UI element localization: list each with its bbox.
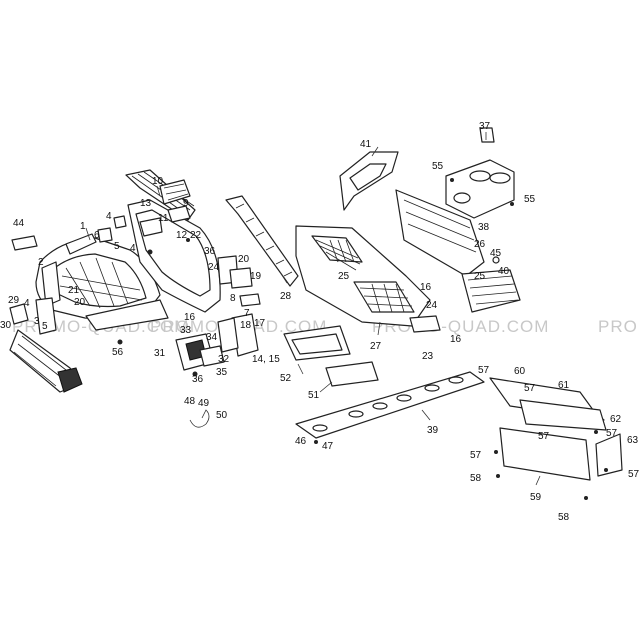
callout-label: 49 xyxy=(198,398,210,409)
callout-label: 58 xyxy=(558,512,570,523)
callout-label: 28 xyxy=(280,291,292,302)
callout-label: 34 xyxy=(206,332,218,343)
callout-label: 55 xyxy=(524,194,536,205)
callout-label: 46 xyxy=(295,436,307,447)
callout-label: 57 xyxy=(628,469,640,480)
rear-block-40 xyxy=(461,256,521,313)
callout-label: 25 xyxy=(474,271,486,282)
seat-panel-part xyxy=(339,151,485,277)
callout-label: 27 xyxy=(370,341,382,352)
callout-label: 36 xyxy=(204,246,216,257)
callout-label: 36 xyxy=(192,374,204,385)
callout-label: 24 xyxy=(208,262,220,273)
callout-label: 57 xyxy=(538,431,550,442)
callout-label: 9 xyxy=(183,198,189,209)
callout-label: 2 xyxy=(38,257,44,268)
callout-label: 48 xyxy=(184,396,196,407)
main-floor-part xyxy=(295,225,441,333)
bracket-group xyxy=(217,255,261,357)
callout-label: 57 xyxy=(478,365,490,376)
callout-label: 16 xyxy=(420,282,432,293)
callout-label: 14, 15 xyxy=(252,354,280,365)
callout-label: 4 xyxy=(130,243,136,254)
hook-part-48 xyxy=(189,409,210,428)
callout-label: 51 xyxy=(308,390,320,401)
callout-label: 45 xyxy=(490,248,502,259)
callout-label: 20 xyxy=(74,297,86,308)
callout-label: 23 xyxy=(422,351,434,362)
callout-label: 16 xyxy=(450,334,462,345)
callout-label: 31 xyxy=(154,348,166,359)
callout-label: 5 xyxy=(114,241,120,252)
callout-label: 24 xyxy=(426,300,438,311)
callout-label: 35 xyxy=(216,367,228,378)
callout-label: 1 xyxy=(80,221,86,232)
callout-label: 50 xyxy=(216,410,228,421)
callout-label: 62 xyxy=(610,414,622,425)
callout-label: 21 xyxy=(68,285,80,296)
callout-label: 18 xyxy=(240,320,252,331)
callout-label: 10 xyxy=(152,176,164,187)
callout-label: 56 xyxy=(112,347,124,358)
callout-label: 58 xyxy=(470,473,482,484)
callout-label: 38 xyxy=(478,222,490,233)
skid-plate-39 xyxy=(295,371,485,444)
leader-lines xyxy=(85,132,541,486)
dash-console-part xyxy=(175,333,225,377)
callout-label: 33 xyxy=(180,325,192,336)
callout-label: 57 xyxy=(524,383,536,394)
callout-label: 20 xyxy=(238,254,250,265)
callout-label: 12 xyxy=(176,230,188,241)
callout-label: 40 xyxy=(498,266,510,277)
callout-label: 52 xyxy=(280,373,292,384)
front-fender-part xyxy=(125,169,221,313)
floor-mats xyxy=(283,325,379,387)
callout-label: 61 xyxy=(558,380,570,391)
callout-label: 57 xyxy=(606,428,618,439)
front-bumper-assembly xyxy=(9,215,169,393)
callout-label: 57 xyxy=(470,450,482,461)
callout-label: 13 xyxy=(140,198,152,209)
callout-label: 8 xyxy=(230,293,236,304)
callout-label: 4 xyxy=(24,298,30,309)
callout-label: 11 xyxy=(158,213,169,224)
callout-label: 17 xyxy=(254,318,266,329)
watermark-text: PRO xyxy=(598,317,638,336)
callout-label: 60 xyxy=(514,366,526,377)
callout-label: 47 xyxy=(322,441,334,452)
ladder-bracket-28 xyxy=(225,195,299,287)
callout-label: 3 xyxy=(34,316,40,327)
callout-label: 22 xyxy=(190,230,202,241)
callout-label: 59 xyxy=(530,492,542,503)
callout-label: 55 xyxy=(432,161,444,172)
callout-label: 32 xyxy=(218,354,230,365)
callout-label: 16 xyxy=(184,312,196,323)
callout-label: 5 xyxy=(42,321,48,332)
callout-labels: 44 1 4 6 5 2 4 21 20 29 3 30 5 56 10 13 … xyxy=(0,121,640,523)
callout-label: 30 xyxy=(0,320,12,331)
callout-label: 6 xyxy=(94,230,100,241)
callout-label: 26 xyxy=(474,239,486,250)
center-console-part xyxy=(445,127,515,219)
rear-panels xyxy=(489,377,623,500)
callout-label: 39 xyxy=(427,425,439,436)
callout-label: 19 xyxy=(250,271,262,282)
callout-label: 4 xyxy=(106,211,112,222)
callout-label: 7 xyxy=(244,308,250,319)
callout-label: 44 xyxy=(13,218,25,229)
part-plate-44 xyxy=(11,235,38,251)
callout-label: 41 xyxy=(360,139,372,150)
callout-label: 29 xyxy=(8,295,20,306)
callout-label: 25 xyxy=(338,271,350,282)
callout-label: 37 xyxy=(479,121,491,132)
callout-label: 63 xyxy=(627,435,639,446)
